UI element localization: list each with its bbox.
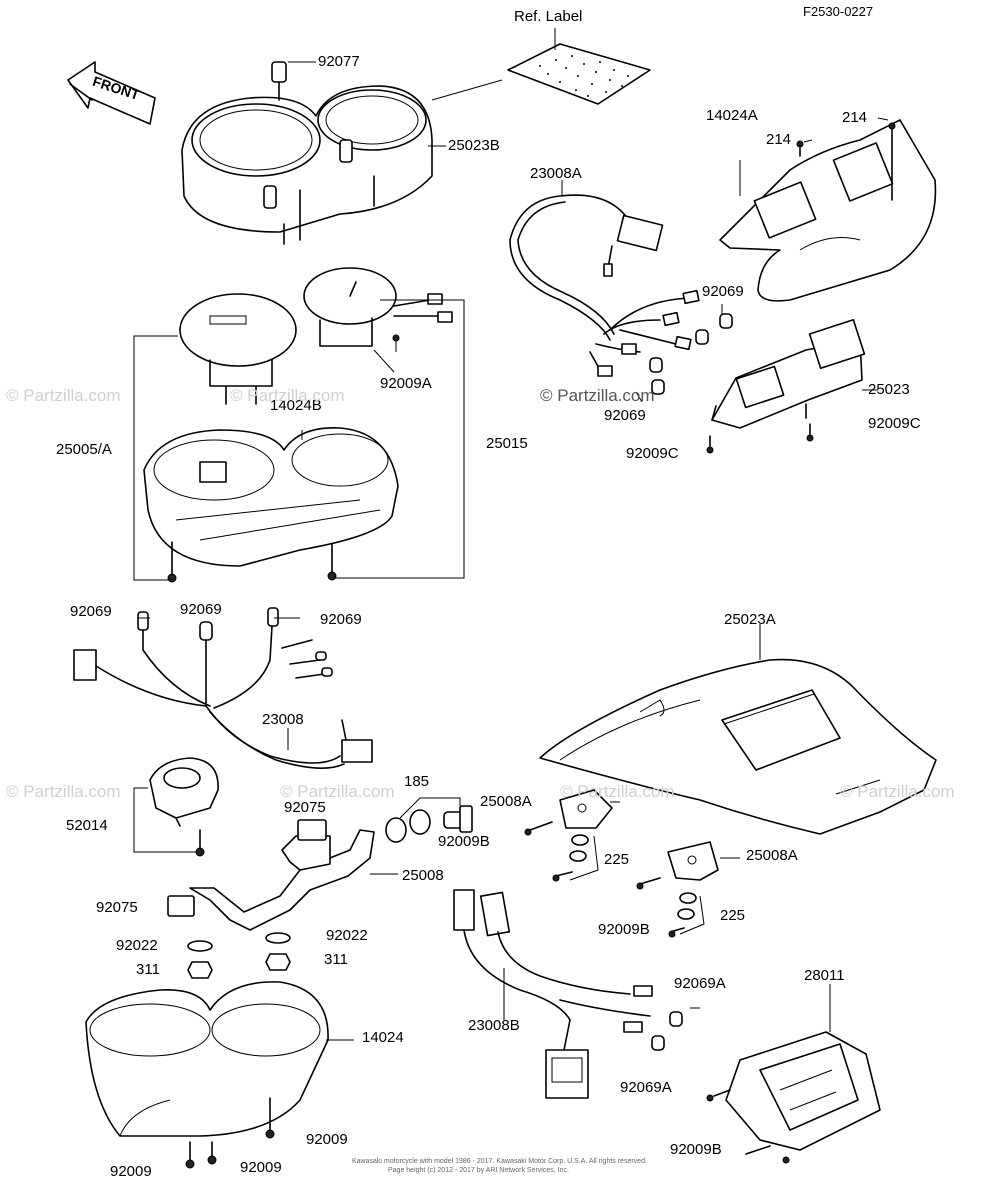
part-92009-a: 92009 <box>306 1131 348 1148</box>
part-92069-l3: 92069 <box>320 611 362 628</box>
part-92069A-b: 92069A <box>620 1079 672 1096</box>
meter-gauges <box>179 267 464 405</box>
meter-cover-25023B <box>181 61 503 245</box>
watermark-3: © Partzilla.com <box>540 386 655 405</box>
part-92009C-r: 92009C <box>868 415 921 432</box>
part-92069A-a: 92069A <box>674 975 726 992</box>
watermark-1: © Partzilla.com <box>6 386 121 405</box>
part-92009-c: 92009 <box>240 1159 282 1176</box>
part-225-b: 225 <box>720 907 746 924</box>
regulator-28011 <box>706 984 881 1164</box>
part-14024B: 14024B <box>270 397 322 414</box>
meter-case-14024B <box>143 427 399 583</box>
part-92009-b: 92009 <box>110 1163 152 1180</box>
part-25005A: 25005/A <box>56 441 112 458</box>
part-52014: 52014 <box>66 817 108 834</box>
part-92009B-a: 92009B <box>438 833 490 850</box>
part-92075-a: 92075 <box>284 799 326 816</box>
part-25015: 25015 <box>486 435 528 452</box>
wire-harness-23008 <box>73 607 373 769</box>
part-311-a: 311 <box>136 961 160 978</box>
part-25008A-a: 25008A <box>480 793 532 810</box>
part-92022-a: 92022 <box>116 937 158 954</box>
part-92009A: 92009A <box>380 375 432 392</box>
part-92069-l2: 92069 <box>180 601 222 618</box>
part-23008A: 23008A <box>530 165 582 182</box>
watermark-7: © Partzilla.com <box>840 782 955 801</box>
grommet-collar-185 <box>385 797 473 843</box>
meter-panel-14024A <box>719 117 937 302</box>
watermark-6: © Partzilla.com <box>560 782 675 801</box>
part-14024: 14024 <box>362 1029 404 1046</box>
part-23008B: 23008B <box>468 1017 520 1034</box>
part-14024A: 14024A <box>706 107 758 124</box>
ref-label-caption: Ref. Label <box>514 8 583 25</box>
part-92075-b: 92075 <box>96 899 138 916</box>
copyright-line-2: Page height (c) 2012 - 2017 by ARI Netwo… <box>388 1167 569 1174</box>
bracket-25005A <box>133 335 178 581</box>
indicator-housing-25023 <box>706 318 878 454</box>
part-92009C-l: 92009C <box>626 445 679 462</box>
fairing-cover-25023A <box>539 624 937 835</box>
part-25023: 25023 <box>868 381 910 398</box>
sensor-52014 <box>133 757 219 857</box>
part-25008A-b: 25008A <box>746 847 798 864</box>
wire-harness-23008A <box>509 180 733 403</box>
part-92009B-b: 92009B <box>598 921 650 938</box>
part-214-b: 214 <box>842 109 868 126</box>
part-28011: 28011 <box>804 967 845 984</box>
watermark-2: © Partzilla.com <box>230 386 345 405</box>
ref-label-sticker <box>507 28 651 105</box>
part-311-b: 311 <box>324 951 348 968</box>
part-92069-l1: 92069 <box>70 603 112 620</box>
part-25023B: 25023B <box>448 137 500 154</box>
bracket-25008 <box>167 819 398 931</box>
part-225-a: 225 <box>604 851 630 868</box>
washers-nuts <box>187 932 291 979</box>
part-92022-b: 92022 <box>326 927 368 944</box>
bracket-25015 <box>334 299 465 579</box>
part-92069-r1: 92069 <box>702 283 744 300</box>
part-23008: 23008 <box>262 711 304 728</box>
part-92069-r2: 92069 <box>604 407 646 424</box>
front-arrow-icon <box>67 61 156 125</box>
watermark-4: © Partzilla.com <box>6 782 121 801</box>
wire-harness-23008B <box>453 889 700 1099</box>
lower-case-14024 <box>85 981 354 1169</box>
part-185: 185 <box>404 773 430 790</box>
part-92009B-c: 92009B <box>670 1141 722 1158</box>
copyright-line-1: Kawasaki motorcycle with model 1986 - 20… <box>352 1158 647 1165</box>
part-214-a: 214 <box>766 131 792 148</box>
part-25008: 25008 <box>402 867 444 884</box>
part-25023A: 25023A <box>724 611 776 628</box>
part-92077: 92077 <box>318 53 360 70</box>
watermark-5: © Partzilla.com <box>280 782 395 801</box>
stays-25008A <box>524 789 740 938</box>
figure-code: F2530-0227 <box>803 4 874 19</box>
